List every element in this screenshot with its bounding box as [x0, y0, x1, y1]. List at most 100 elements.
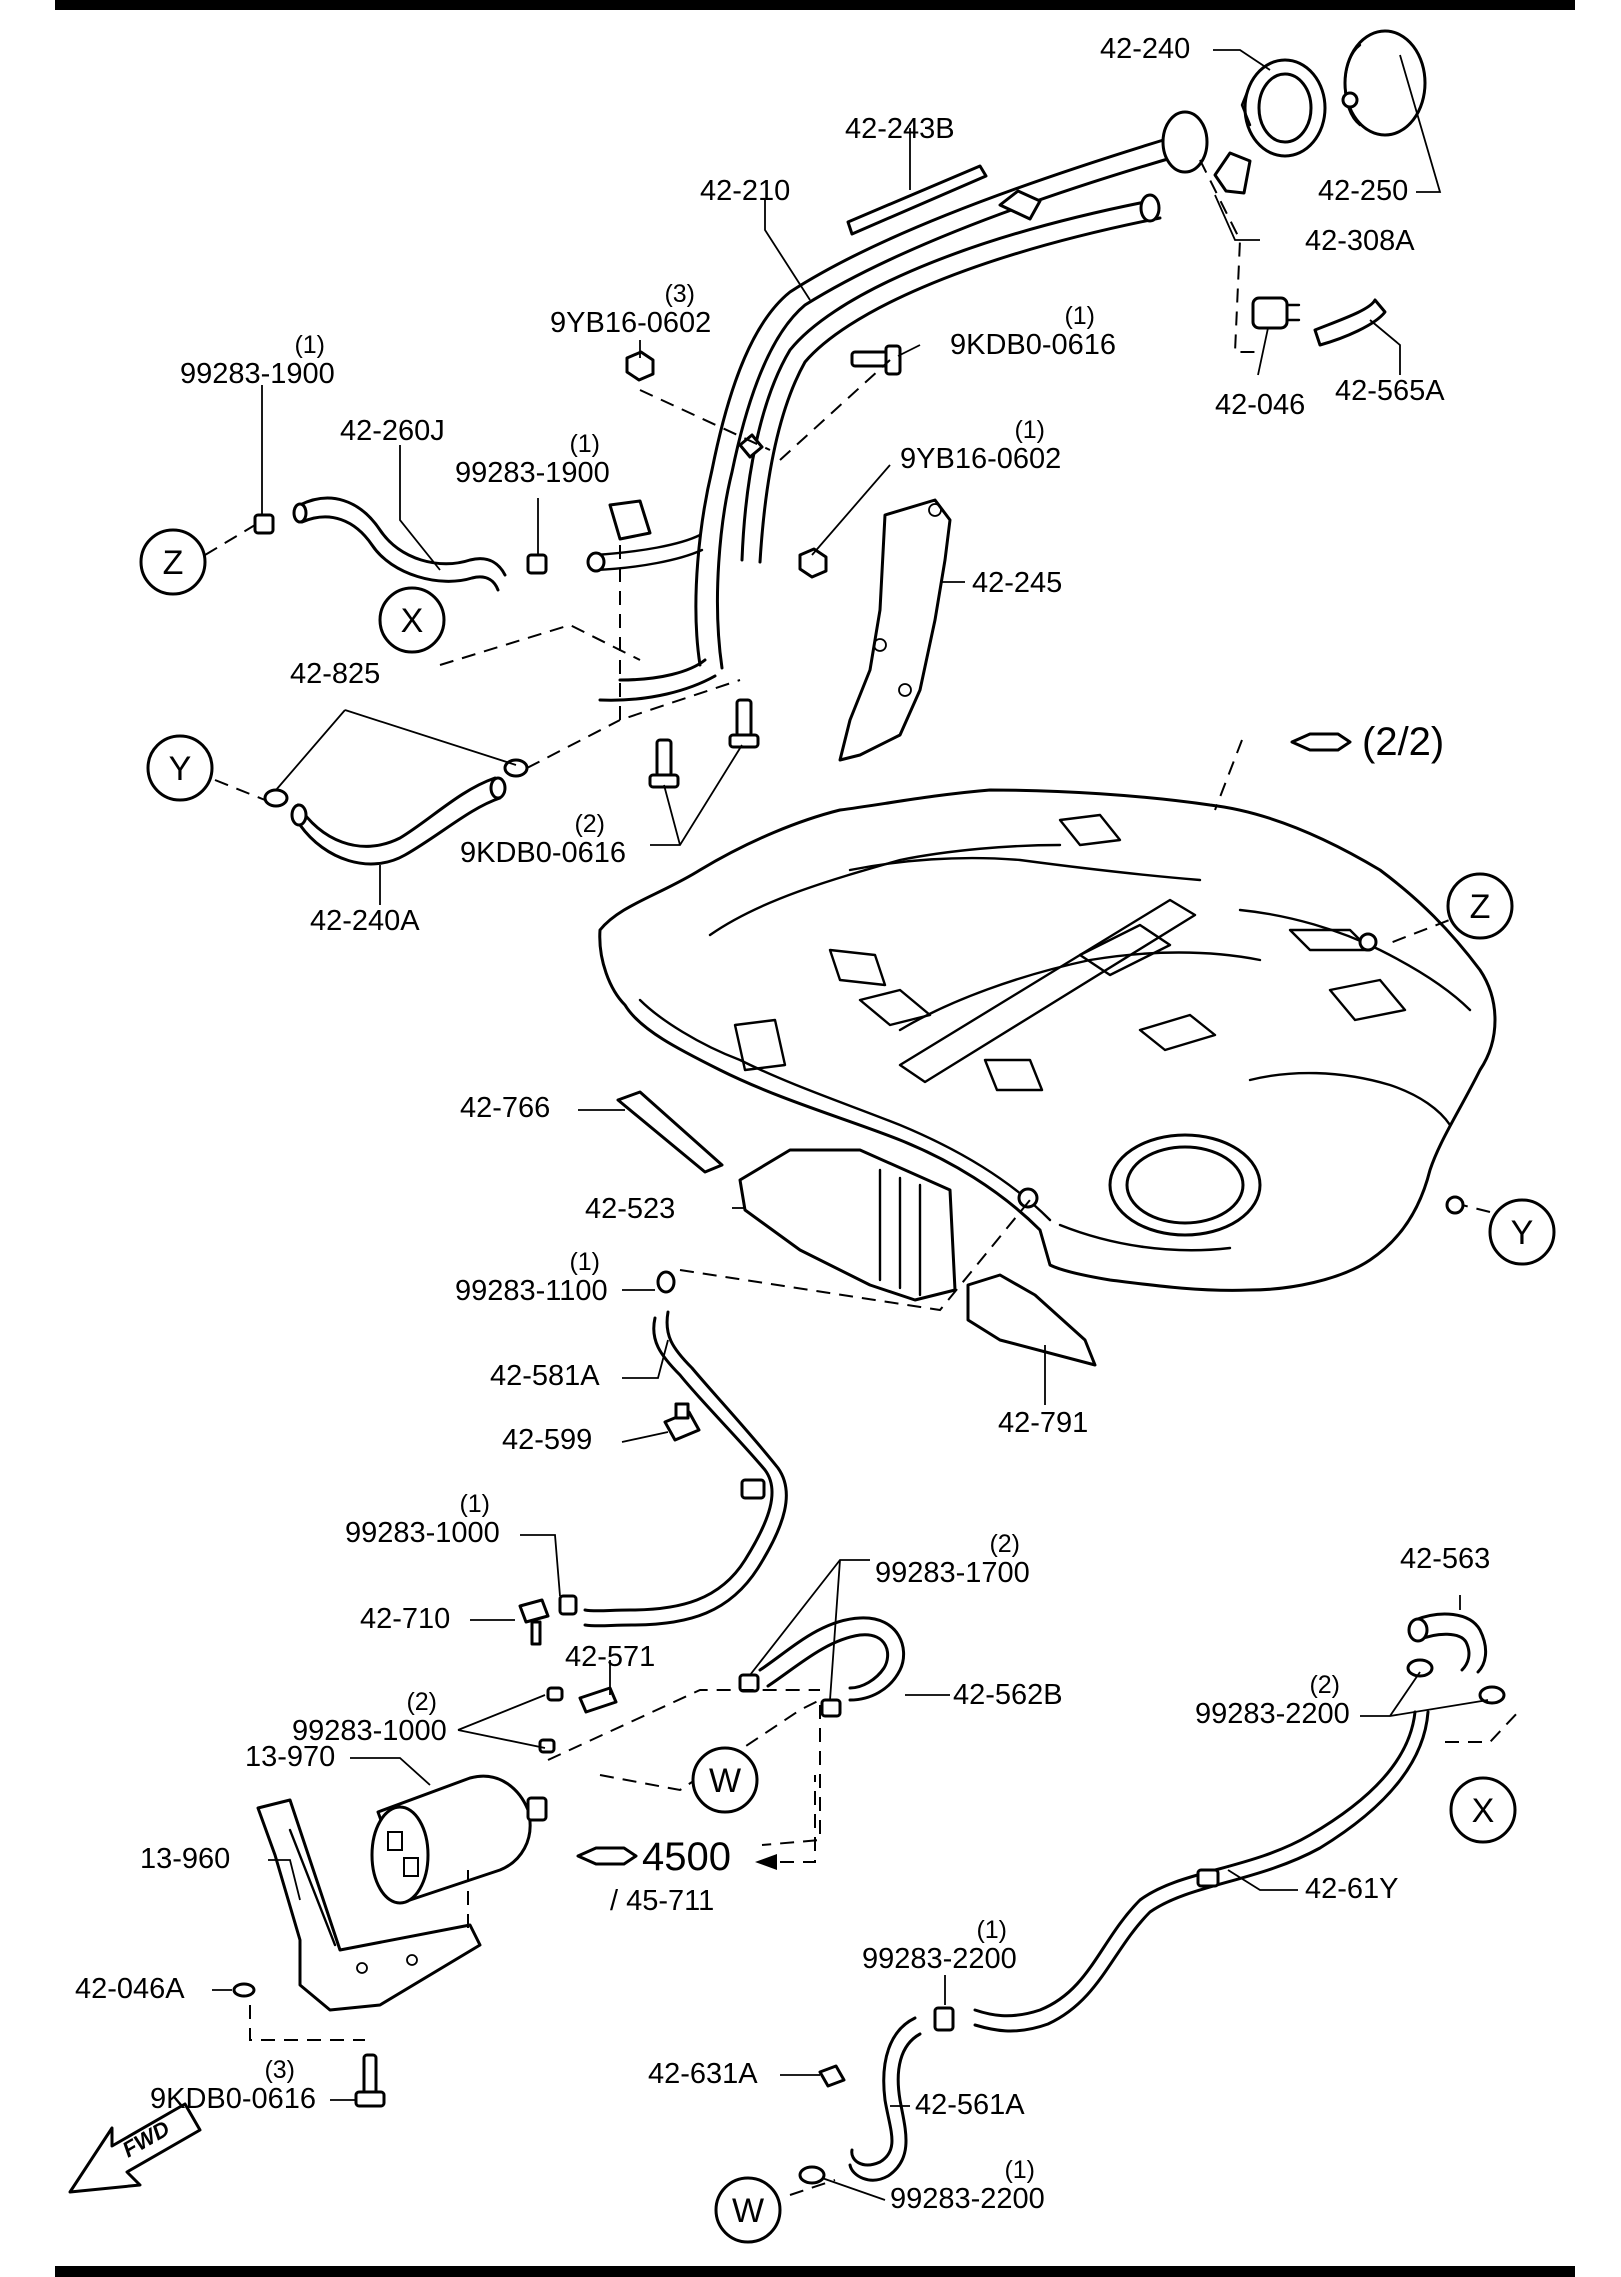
part-42-250-cap: [1341, 29, 1427, 137]
label-99283-1100[interactable]: 99283-1100(1): [455, 1248, 608, 1307]
connector-Y-left: Y: [146, 734, 214, 802]
label-42-571[interactable]: 42-571: [565, 1641, 655, 1673]
part-number-text: 42-250: [1318, 175, 1408, 207]
part-42-631A: [818, 2064, 846, 2088]
part-42-563-hose: [1407, 1612, 1488, 1674]
label-42-046[interactable]: 42-046: [1215, 389, 1305, 421]
clamp-99283-2200-b: [933, 2006, 955, 2032]
label-9KDB0-0616-c[interactable]: 9KDB0-0616(3): [150, 2056, 316, 2115]
label-42-523[interactable]: 42-523: [585, 1193, 675, 1225]
label-99283-2200-c[interactable]: 99283-2200(1): [890, 2156, 1045, 2215]
bolt-9KDB0-0616-upper: [850, 344, 902, 376]
page-ref-link[interactable]: (2/2): [1290, 720, 1444, 764]
ref-4500-link[interactable]: 4500 / 45-711: [576, 1775, 816, 1917]
quantity-text: (1): [1014, 416, 1045, 444]
fuel-tank: [598, 788, 1497, 1292]
label-9YB16-0602-a[interactable]: 9YB16-0602(3): [550, 280, 711, 339]
part-number-text: 42-240: [1100, 33, 1190, 65]
label-42-240[interactable]: 42-240: [1100, 33, 1190, 65]
part-42-240A-hose: [290, 776, 507, 866]
label-42-565A[interactable]: 42-565A: [1335, 375, 1445, 407]
part-number-text: 9KDB0-0616: [950, 329, 1116, 361]
nut-9YB16-0602-lower: [798, 547, 828, 579]
part-number-text: 42-61Y: [1305, 1873, 1399, 1905]
ref-4500-text: 4500: [642, 1835, 731, 1879]
label-42-599[interactable]: 42-599: [502, 1424, 592, 1456]
part-42-523: [738, 1148, 957, 1302]
quantity-text: (2): [406, 1688, 437, 1716]
label-42-825[interactable]: 42-825: [290, 658, 380, 690]
connector-Z-left: Z: [139, 528, 207, 596]
clamps-99283-1000-b: [538, 1686, 564, 1754]
part-42-766: [616, 1090, 724, 1174]
fwd-arrow-icon: FWD: [68, 2102, 202, 2194]
connector-X-top-letter: X: [401, 602, 424, 640]
label-99283-1900-a[interactable]: 99283-1900(1): [180, 331, 335, 390]
connector-Z-right-letter: Z: [1470, 888, 1491, 926]
label-9KDB0-0616-b[interactable]: 9KDB0-0616(2): [460, 810, 626, 869]
label-42-243B[interactable]: 42-243B: [845, 113, 955, 145]
pointing-hand-icon: [576, 1846, 638, 1866]
quantity-text: (2): [1309, 1671, 1340, 1699]
part-42-599: [663, 1402, 701, 1442]
part-number-text: 99283-1900: [455, 457, 610, 489]
quantity-text: (1): [1064, 302, 1095, 330]
part-number-text: 9YB16-0602: [550, 307, 711, 339]
label-42-710[interactable]: 42-710: [360, 1603, 450, 1635]
label-42-562B[interactable]: 42-562B: [953, 1679, 1063, 1711]
label-42-308A[interactable]: 42-308A: [1305, 225, 1415, 257]
part-number-text: 9KDB0-0616: [460, 837, 626, 869]
bolt-9KDB0-0616-lower: [354, 2053, 386, 2108]
label-9KDB0-0616-a[interactable]: 9KDB0-0616(1): [950, 302, 1116, 361]
quantity-text: (2): [989, 1530, 1020, 1558]
connector-Y-right-letter: Y: [1511, 1214, 1534, 1252]
label-42-245[interactable]: 42-245: [972, 567, 1062, 599]
label-99283-2200-a[interactable]: 99283-2200(2): [1195, 1671, 1350, 1730]
connector-Y-left-letter: Y: [169, 750, 192, 788]
part-42-710: [518, 1598, 550, 1646]
leader-lines: [212, 49, 1489, 2201]
part-42-240-ring: [1240, 58, 1327, 158]
part-42-046: [1251, 296, 1301, 330]
label-99283-1000-b[interactable]: 99283-1000(2): [292, 1688, 447, 1747]
label-42-631A[interactable]: 42-631A: [648, 2058, 758, 2090]
label-42-240A[interactable]: 42-240A: [310, 905, 420, 937]
connector-W-mid: W: [691, 1746, 759, 1814]
part-42-561A-hose: [848, 2016, 922, 2182]
label-42-563[interactable]: 42-563: [1400, 1543, 1490, 1575]
connector-X-bottom-letter: X: [1472, 1792, 1495, 1830]
label-99283-1000-a[interactable]: 99283-1000(1): [345, 1490, 500, 1549]
label-99283-1900-b[interactable]: 99283-1900(1): [455, 430, 610, 489]
washer-42-046A: [232, 1982, 256, 1998]
clamp-99283-2200-c: [798, 2165, 826, 2185]
label-42-561A[interactable]: 42-561A: [915, 2089, 1025, 2121]
part-number-text: 42-766: [460, 1092, 550, 1124]
part-number-text: 42-825: [290, 658, 380, 690]
label-42-250[interactable]: 42-250: [1318, 175, 1408, 207]
label-13-960[interactable]: 13-960: [140, 1843, 230, 1875]
label-42-766[interactable]: 42-766: [460, 1092, 550, 1124]
bottom-border: [55, 2266, 1575, 2277]
label-42-260J[interactable]: 42-260J: [340, 415, 445, 447]
bracket-13-960: [256, 1798, 482, 2012]
label-42-791[interactable]: 42-791: [998, 1407, 1088, 1439]
label-42-61Y[interactable]: 42-61Y: [1305, 1873, 1399, 1905]
label-42-210[interactable]: 42-210: [700, 175, 790, 207]
part-number-text: 42-243B: [845, 113, 955, 145]
label-13-970[interactable]: 13-970: [245, 1741, 335, 1773]
part-number-text: 9YB16-0602: [900, 443, 1061, 475]
label-9YB16-0602-b[interactable]: 9YB16-0602(1): [900, 416, 1061, 475]
connector-W-bottom-letter: W: [732, 2192, 764, 2230]
part-number-text: 99283-2200: [1195, 1698, 1350, 1730]
part-number-text: 13-970: [245, 1741, 335, 1773]
quantity-text: (1): [294, 331, 325, 359]
part-labels: 42-240 42-243B 42-210 42-250 42-308A 9YB16-06…: [75, 33, 1490, 2215]
connector-W-mid-letter: W: [709, 1762, 741, 1800]
connector-Z-right: Z: [1446, 872, 1514, 940]
part-number-text: 99283-1000: [345, 1517, 500, 1549]
part-number-text: 99283-2200: [862, 1943, 1017, 1975]
label-42-581A[interactable]: 42-581A: [490, 1360, 600, 1392]
label-99283-1700[interactable]: 99283-1700(2): [875, 1530, 1030, 1589]
label-42-046A[interactable]: 42-046A: [75, 1973, 185, 2005]
label-99283-2200-b[interactable]: 99283-2200(1): [862, 1916, 1017, 1975]
